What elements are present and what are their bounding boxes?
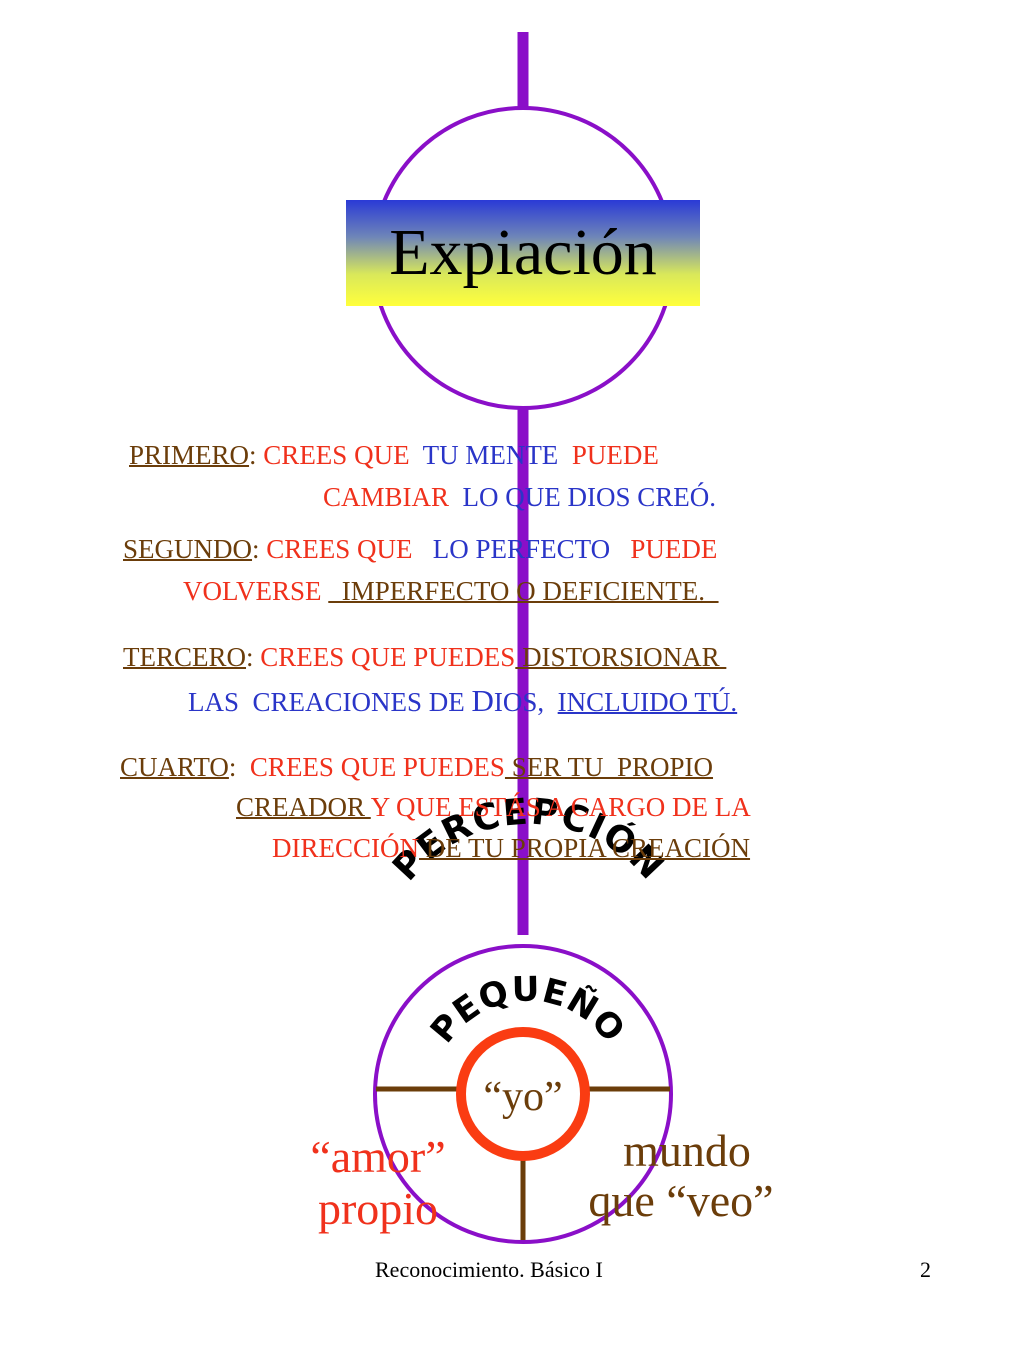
cuarto-text-3b: DE TU PROPIA CREACIÓN xyxy=(419,833,751,863)
segundo-text-2a: VOLVERSE xyxy=(183,576,329,606)
primero-text-1a: CREES QUE xyxy=(263,440,417,470)
cuarto-text-2a: CREADOR xyxy=(236,792,371,822)
page-number: 2 xyxy=(920,1257,931,1282)
page-title: Expiación xyxy=(389,216,657,289)
segundo-line-1: SEGUNDO: CREES QUE LO PERFECTO PUEDE xyxy=(0,532,1024,566)
tercero-colon: : xyxy=(246,642,254,672)
mundo-label: mundo xyxy=(623,1125,751,1176)
segundo-text-1a: CREES QUE xyxy=(266,534,420,564)
primero-line-2: CAMBIAR LO QUE DIOS CREÓ. xyxy=(0,480,1024,514)
tercero-label: TERCERO xyxy=(123,642,247,672)
title-box: Expiación xyxy=(346,200,700,306)
primero-label: PRIMERO xyxy=(129,440,250,470)
tercero-text-2a: LAS CREACIONES DE xyxy=(188,687,472,717)
cuarto-colon: : xyxy=(228,752,237,782)
primero-text-2b: LO QUE DIOS CREÓ. xyxy=(455,482,717,512)
primero-text-1b: TU MENTE xyxy=(416,440,566,470)
tercero-text-2b: IOS, xyxy=(493,687,545,717)
propio-label: propio xyxy=(318,1183,438,1234)
cuarto-line-3: DIRECCIÓN DE TU PROPIA CREACIÓN xyxy=(0,831,1024,865)
cuarto-text-1a: CREES QUE PUEDES xyxy=(249,752,505,782)
cuarto-text-2b: Y QUE ESTÁS A CARGO DE LA xyxy=(370,792,751,822)
bottom-circle xyxy=(373,944,673,1244)
yo-label: “yo” xyxy=(483,1074,562,1120)
que-veo-label: que “veo” xyxy=(588,1175,773,1226)
cuarto-text-3a: DIRECCIÓN xyxy=(272,833,419,863)
tercero-line-2: LAS CREACIONES DE DIOS, INCLUIDO TÚ. xyxy=(0,684,1024,719)
yo-ring xyxy=(456,1027,590,1161)
segundo-text-1c: PUEDE xyxy=(616,534,718,564)
cuarto-line-2: CREADOR Y QUE ESTÁS A CARGO DE LA xyxy=(0,790,1024,824)
tercero-text-1b: DISTORSIONAR xyxy=(515,642,727,672)
cuarto-line-1: CUARTO: CREES QUE PUEDES SER TU PROPIO xyxy=(0,750,1024,784)
segundo-label: SEGUNDO xyxy=(123,534,253,564)
primero-colon: : xyxy=(249,440,257,470)
tercero-line-1: TERCERO: CREES QUE PUEDES DISTORSIONAR xyxy=(0,640,1024,674)
cuarto-label: CUARTO xyxy=(120,752,229,782)
cuarto-text-1b: SER TU PROPIO xyxy=(504,752,714,782)
segundo-line-2: VOLVERSE IMPERFECTO O DEFICIENTE. xyxy=(0,574,1024,608)
tercero-text-2d: D xyxy=(471,683,494,718)
primero-text-1c: PUEDE xyxy=(565,440,659,470)
footer-text: Reconocimiento. Básico I xyxy=(375,1257,603,1282)
tercero-text-2c: INCLUIDO TÚ. xyxy=(557,687,738,717)
tercero-text-1a: CREES QUE PUEDES xyxy=(260,642,516,672)
amor-label: “amor” xyxy=(310,1131,445,1182)
primero-line-1: PRIMERO: CREES QUE TU MENTE PUEDE xyxy=(0,438,1024,472)
segundo-text-1b: LO PERFECTO xyxy=(419,534,617,564)
segundo-colon: : xyxy=(252,534,260,564)
segundo-text-2b: IMPERFECTO O DEFICIENTE. xyxy=(328,576,719,606)
primero-text-2a: CAMBIAR xyxy=(323,482,456,512)
